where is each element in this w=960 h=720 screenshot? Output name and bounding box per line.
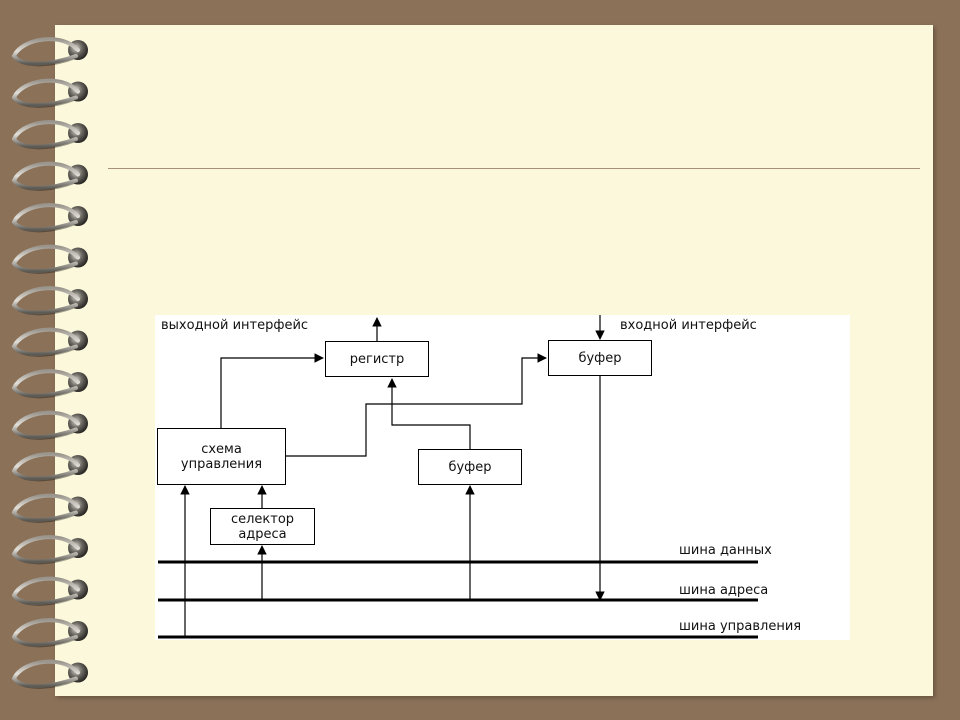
spiral-ring: [11, 618, 88, 648]
control-bus-label: шина управления: [679, 619, 802, 634]
spiral-ring: [11, 78, 88, 108]
title-separator-line: [108, 168, 920, 169]
input-interface-label: входной интерфейс: [620, 318, 757, 333]
middle-buffer-box: буфер: [418, 449, 522, 485]
spiral-ring: [11, 161, 88, 191]
spiral-ring: [11, 327, 88, 357]
control-circuit-box: схема управления: [157, 428, 286, 485]
spiral-ring: [11, 535, 88, 565]
spiral-ring: [11, 120, 88, 150]
arrow-circuit-to-register: [220, 353, 324, 428]
data-bus-label: шина данных: [679, 543, 772, 558]
spiral-ring: [11, 659, 88, 689]
spiral-ring: [11, 410, 88, 440]
interface-block-diagram: регистр буфер схема управления буфер сел…: [155, 315, 850, 640]
spiral-ring: [11, 576, 88, 606]
spiral-ring: [11, 244, 88, 274]
spiral-ring: [11, 369, 88, 399]
spiral-binding: [11, 37, 88, 689]
spiral-ring: [11, 286, 88, 316]
spiral-ring: [11, 203, 88, 233]
spiral-ring: [11, 452, 88, 482]
address-selector-box: селектор адреса: [210, 508, 315, 545]
spiral-ring: [11, 493, 88, 523]
arrow-buffer-to-register: [387, 378, 471, 450]
diagram-lines: [158, 315, 758, 639]
arrow-circuit-to-top-buffer: [286, 353, 547, 457]
top-buffer-box: буфер: [548, 340, 652, 376]
address-bus-label: шина адреса: [679, 583, 769, 598]
spiral-ring: [11, 37, 88, 67]
register-box: регистр: [325, 341, 429, 377]
output-interface-label: выходной интерфейс: [161, 318, 309, 333]
